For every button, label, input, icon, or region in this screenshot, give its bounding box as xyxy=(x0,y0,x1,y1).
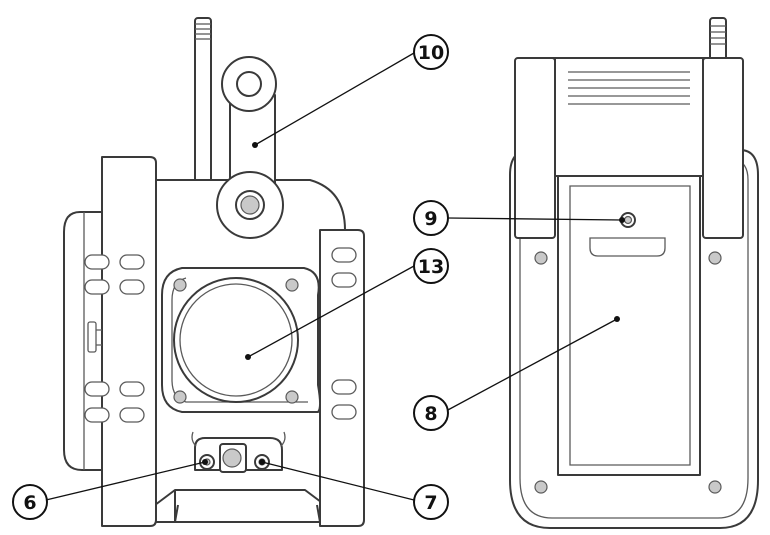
callout-6-label: 6 xyxy=(23,492,36,514)
callout-7-label: 7 xyxy=(424,492,437,514)
callout-9-label: 9 xyxy=(424,208,437,230)
callout-8: 8 xyxy=(413,395,449,431)
callout-8-label: 8 xyxy=(424,403,437,425)
callout-13-label: 13 xyxy=(418,256,444,278)
speaker xyxy=(161,267,321,413)
top-handle xyxy=(514,57,744,239)
back-view xyxy=(63,17,365,527)
bottom-view xyxy=(509,17,759,529)
handle xyxy=(216,56,284,239)
antenna-left xyxy=(194,17,212,189)
stand-panel xyxy=(557,175,701,476)
leader-lines xyxy=(45,52,625,501)
connectors xyxy=(191,431,286,473)
antenna-right xyxy=(709,17,727,61)
callout-13: 13 xyxy=(413,248,449,284)
callout-6: 6 xyxy=(12,484,48,520)
callout-10: 10 xyxy=(413,34,449,70)
callout-10-label: 10 xyxy=(418,42,444,64)
callout-7: 7 xyxy=(413,484,449,520)
callout-9: 9 xyxy=(413,200,449,236)
